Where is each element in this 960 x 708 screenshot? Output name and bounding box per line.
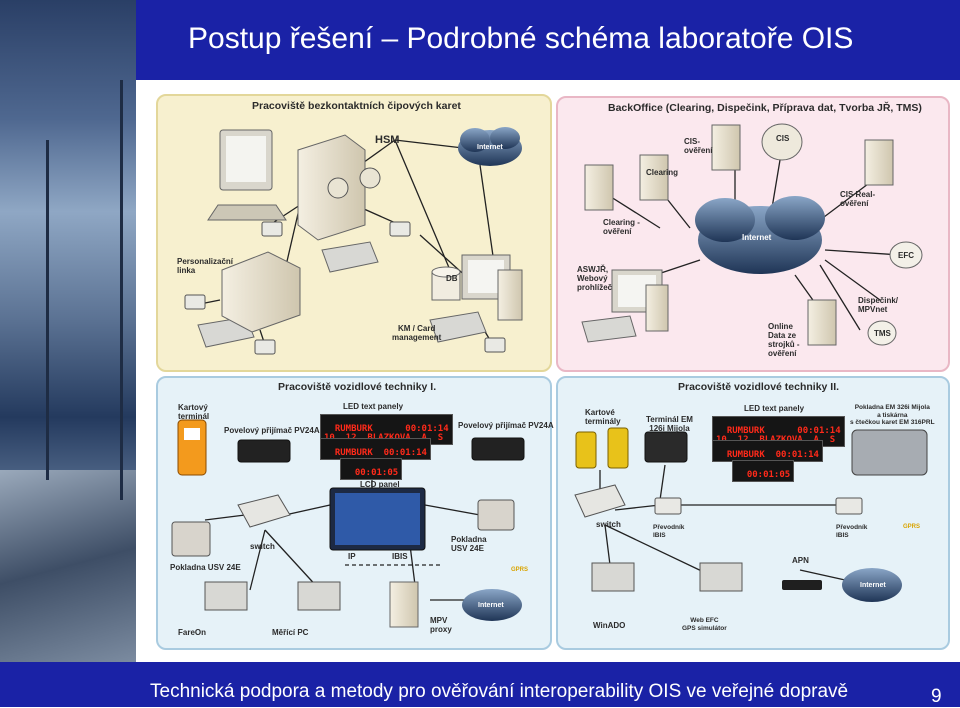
cis-verify-label: CIS- ověření xyxy=(684,137,713,155)
server-icon xyxy=(584,124,894,346)
led-panel-middle: RUMBURK 00:01:14 xyxy=(320,438,431,460)
receiver-icon xyxy=(237,437,525,463)
converter-icon xyxy=(654,497,863,515)
led-text: 00:01:05 xyxy=(354,468,399,478)
panel-backoffice-title: BackOffice (Clearing, Dispečink, Příprav… xyxy=(608,102,922,114)
internet-cloud-icon xyxy=(842,568,902,602)
gprs-label: GPRS xyxy=(511,567,529,573)
cis-label: CIS xyxy=(776,134,790,143)
laptop-icon xyxy=(204,581,341,611)
ip-label: IP xyxy=(348,552,356,561)
aswjr-label: ASWJŘ, Webový prohlížeč xyxy=(577,265,613,292)
tms-icon xyxy=(867,320,897,346)
personalization-label: Personalizační linka xyxy=(177,257,234,275)
internet-cloud-icon xyxy=(695,196,825,274)
internet-label: Internet xyxy=(742,233,772,242)
workstation-icon xyxy=(581,269,669,343)
led-text: RUMBURK 00:01:14 xyxy=(334,424,449,434)
switch-icon xyxy=(237,494,291,528)
cis-dome-icon xyxy=(761,123,803,161)
pokladna-icon xyxy=(171,499,515,557)
receiver-right-label: Povelový přijímač PV24A xyxy=(458,421,554,430)
card-terminal-label: Kartový terminál xyxy=(178,403,210,421)
apn-router-icon xyxy=(782,580,822,590)
hsm-server-icon xyxy=(297,134,381,241)
internet-label: Internet xyxy=(478,602,504,609)
led-text: RUMBURK 00:01:14 xyxy=(726,450,819,460)
led-text: 00:01:05 xyxy=(746,470,791,480)
panel-vehicle1-title: Pracoviště vozidlové techniky I. xyxy=(278,381,437,393)
keyboard-icon xyxy=(197,241,487,348)
footer-text: Technická podpora a metody pro ověřování… xyxy=(150,681,849,702)
converter-right-label: Převodník IBIS xyxy=(836,524,868,539)
monitor-icon xyxy=(207,129,287,221)
lcd-panel-label: LCD panel xyxy=(360,480,400,489)
led-text: RUMBURK 00:01:14 xyxy=(726,426,841,436)
switch-label: switch xyxy=(596,520,621,529)
fareon-label: FareOn xyxy=(178,628,207,637)
led-text: RUMBURK 00:01:14 xyxy=(334,448,427,458)
online-label: Online Data ze strojků - ověření xyxy=(768,322,800,358)
apn-label: APN xyxy=(792,556,809,565)
led-panel-bottom: 00:01:05 xyxy=(732,460,795,482)
internet-label: Internet xyxy=(860,582,886,589)
db-icon xyxy=(431,266,461,301)
terminal-em-icon xyxy=(644,431,688,463)
led-panel-middle: RUMBURK 00:01:14 xyxy=(712,440,823,462)
card-terminal-icon xyxy=(177,419,207,476)
mpv-proxy-label: MPV proxy xyxy=(430,616,452,634)
dispatch-label: Dispečink/ MPVnet xyxy=(858,296,899,314)
workstation-icon xyxy=(461,254,523,321)
vehicle1-lines xyxy=(204,470,481,601)
panel-vehicle2-title: Pracoviště vozidlové techniky II. xyxy=(678,381,840,393)
db-label: DB xyxy=(446,274,458,283)
lamp-pole xyxy=(46,140,49,480)
winado-label: WinADO xyxy=(593,621,626,630)
led-panels-label: LED text panely xyxy=(744,404,805,413)
efc-label: EFC xyxy=(898,251,914,260)
laptop-icon xyxy=(591,562,743,592)
internet-cloud-icon xyxy=(458,127,522,166)
pokladna-right-label: Pokladna USV 24E xyxy=(451,535,487,553)
card-reader-icon xyxy=(184,221,506,355)
panel-cards-title: Pracoviště bezkontaktních čipových karet xyxy=(252,100,461,112)
title-bar xyxy=(136,0,960,80)
card-terminals-icon xyxy=(575,427,629,469)
pokladna-left-label: Pokladna USV 24E xyxy=(170,563,241,572)
web-efc-label: Web EFC GPS simulátor xyxy=(682,617,727,632)
slide-title: Postup řešení – Podrobné schéma laborato… xyxy=(188,22,854,55)
internet-cloud-icon xyxy=(462,589,522,621)
lamp-pole xyxy=(120,80,123,500)
terminal-em-label: Terminál EM 126i Mijola xyxy=(646,415,693,433)
vehicle2-lines xyxy=(599,464,846,581)
hsm-label: HSM xyxy=(375,134,400,146)
switch-icon xyxy=(574,484,626,518)
personalization-machine-icon xyxy=(221,251,301,333)
pokladna-em-label: Pokladna EM 326i Mijola a tiskárna s čte… xyxy=(850,404,935,426)
pokladna-em-icon xyxy=(851,429,928,476)
measuring-pc-label: Měřící PC xyxy=(272,628,309,637)
switch-label: switch xyxy=(250,542,275,551)
receiver-left-label: Povelový přijímač PV24A xyxy=(224,426,320,435)
efc-icon xyxy=(889,241,923,269)
led-panel-bottom: 00:01:05 xyxy=(340,458,403,480)
lcd-panel-icon xyxy=(329,487,426,551)
road-photo xyxy=(0,470,136,662)
tms-label: TMS xyxy=(874,329,891,338)
ibis-label: IBIS xyxy=(392,552,408,561)
mpv-server-icon xyxy=(389,581,419,628)
gprs-label: GPRS xyxy=(903,524,921,530)
clearing-label: Clearing xyxy=(646,168,679,177)
internet-label: Internet xyxy=(477,144,503,151)
page-number: 9 xyxy=(931,686,942,707)
photo-strip xyxy=(0,0,136,662)
converter-left-label: Převodník IBIS xyxy=(653,524,685,539)
footer-bar xyxy=(0,662,960,707)
led-panels-label: LED text panely xyxy=(343,402,404,411)
cis-realtime-label: CIS Real- ověření xyxy=(840,190,876,208)
km-label: KM / Card management xyxy=(392,324,442,342)
card-terminals-label: Kartové terminály xyxy=(585,408,621,426)
clearing-verify-label: Clearing - ověření xyxy=(603,218,640,236)
